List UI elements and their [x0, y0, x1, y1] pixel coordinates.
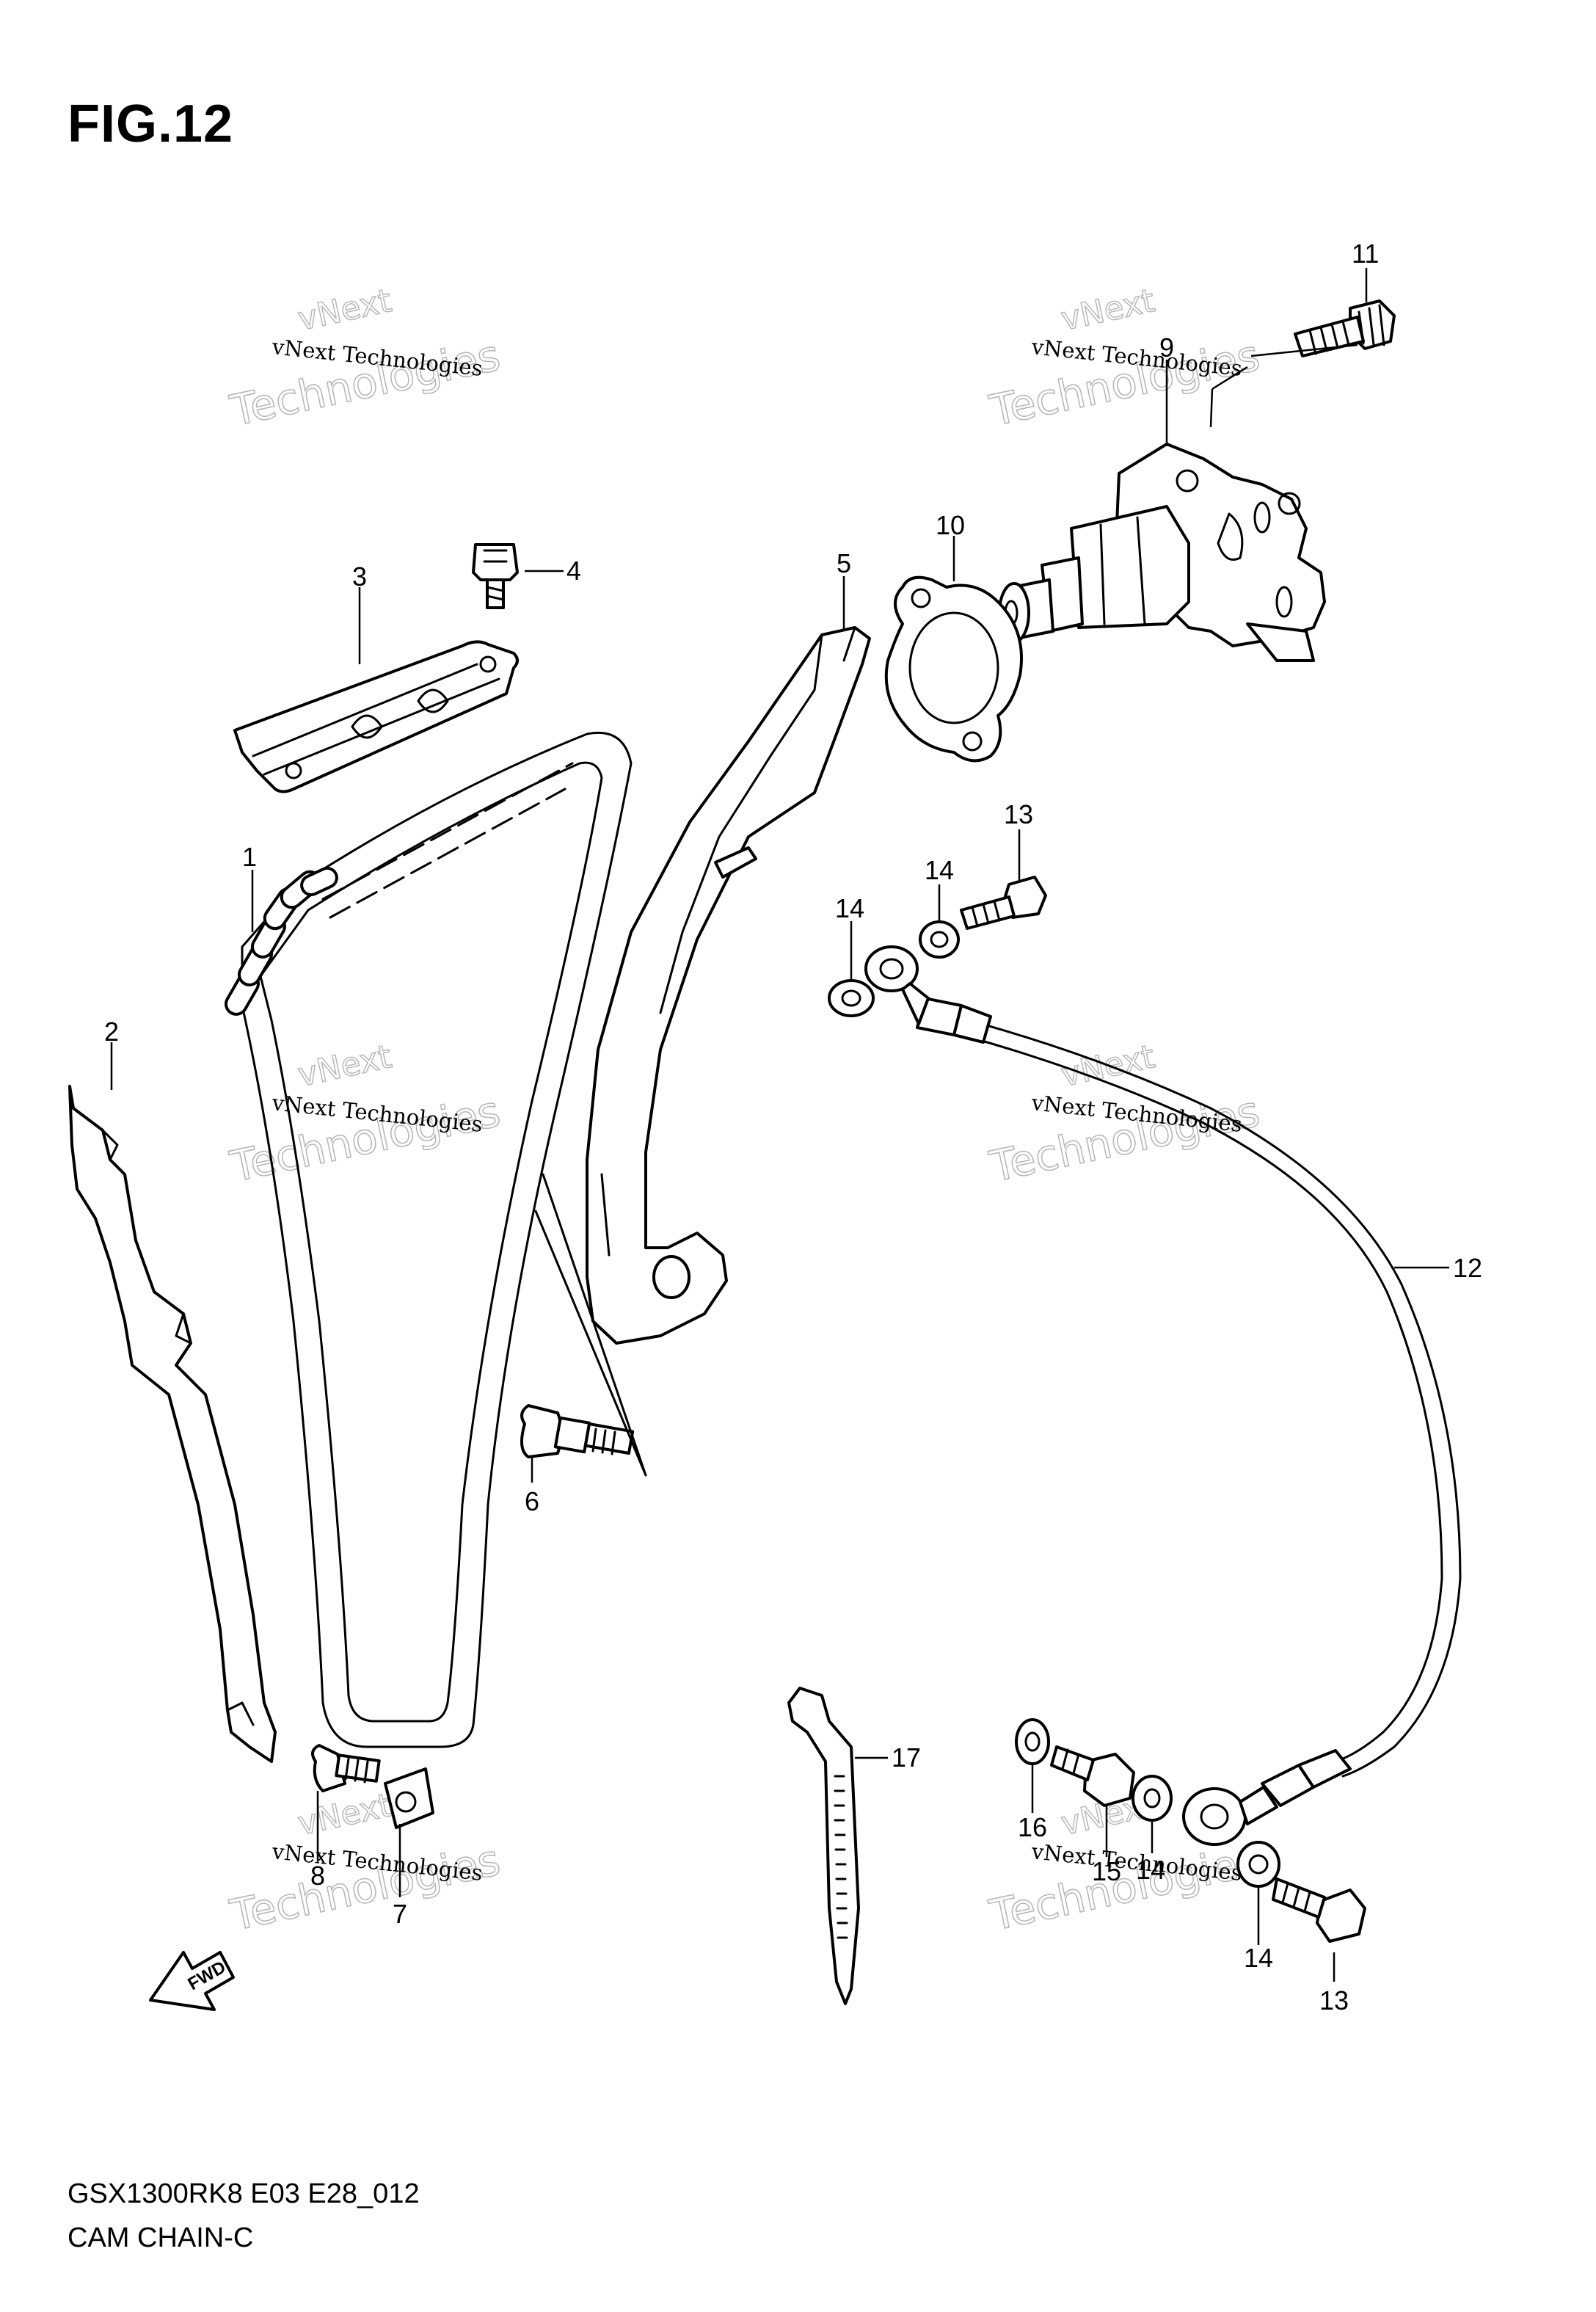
chain-links-detail	[225, 866, 338, 1016]
part-chain-guide-right	[586, 626, 871, 1345]
callout-5: 5	[837, 548, 851, 578]
part-washer-14-a	[828, 979, 875, 1017]
part-bolt-13-bottom	[1272, 1877, 1366, 1943]
callout-16: 16	[1018, 1812, 1047, 1842]
callout-2: 2	[104, 1017, 119, 1047]
watermark-top-right: vNext Technologies vNext Technologies	[985, 281, 1264, 436]
part-chain-guide-left	[68, 1085, 277, 1763]
part-washer-14-d	[1236, 1841, 1280, 1888]
part-bolt-15	[1050, 1745, 1135, 1807]
figure-title: FIG.12	[68, 95, 234, 153]
part-guide-bolt-6	[520, 1173, 647, 1477]
part-bolt-8	[311, 1744, 381, 1792]
callout-13-top: 13	[1004, 799, 1033, 829]
callout-7: 7	[393, 1899, 407, 1929]
callout-17: 17	[892, 1742, 921, 1773]
part-oil-hose	[864, 945, 1462, 1846]
part-cam-chain	[225, 731, 633, 1748]
watermark-bottom-left: vNext Technologies vNext Technologies	[225, 1786, 505, 1941]
watermark-top: vNext	[295, 282, 395, 338]
callout-numbers: 1 2 3 4 5 6 7 8 9 10 11 12 13 13 14 14 1…	[104, 239, 1482, 2015]
part-bolt-11	[1294, 299, 1396, 357]
watermark-top: vNext	[295, 1038, 395, 1094]
part-gasket-10	[884, 575, 1023, 763]
callout-11: 11	[1352, 239, 1379, 269]
part-washer-14-c	[1132, 1775, 1173, 1822]
callout-14-d: 14	[1244, 1943, 1273, 1973]
callout-8: 8	[310, 1861, 325, 1891]
callout-14-c: 14	[1136, 1855, 1165, 1885]
callout-15: 15	[1092, 1856, 1121, 1886]
callout-14-a: 14	[835, 893, 864, 923]
callout-10: 10	[936, 510, 965, 540]
callout-9: 9	[1159, 332, 1174, 363]
part-cable-tie	[787, 1687, 860, 2005]
forward-direction-arrow: FWD	[149, 1951, 235, 2011]
watermark-top: vNext	[295, 1786, 395, 1843]
part-bolt-4	[472, 543, 519, 609]
callout-13-bottom: 13	[1319, 1985, 1349, 2015]
callout-12: 12	[1453, 1253, 1482, 1283]
part-washer-16	[1015, 1718, 1050, 1765]
callout-4: 4	[566, 556, 581, 586]
watermark-top-left: vNext Technologies vNext Technologies	[225, 281, 505, 436]
part-tensioner-assembly	[998, 443, 1326, 662]
part-guide-plate-top	[233, 640, 519, 793]
part-plate-7	[384, 1767, 434, 1829]
callout-3: 3	[352, 561, 367, 592]
model-code: GSX1300RK8 E03 E28_012	[68, 2178, 420, 2209]
part-washer-14-b	[919, 920, 960, 959]
section-name: CAM CHAIN-C	[68, 2222, 254, 2253]
callout-14-b: 14	[925, 855, 954, 885]
leader-lines	[110, 268, 1449, 1982]
watermark-mid-left: vNext Technologies vNext Technologies	[225, 1037, 505, 1192]
watermark-top: vNext	[1058, 282, 1158, 338]
part-bolt-13-top	[960, 876, 1047, 930]
callout-1: 1	[242, 842, 257, 872]
callout-6: 6	[525, 1486, 539, 1516]
